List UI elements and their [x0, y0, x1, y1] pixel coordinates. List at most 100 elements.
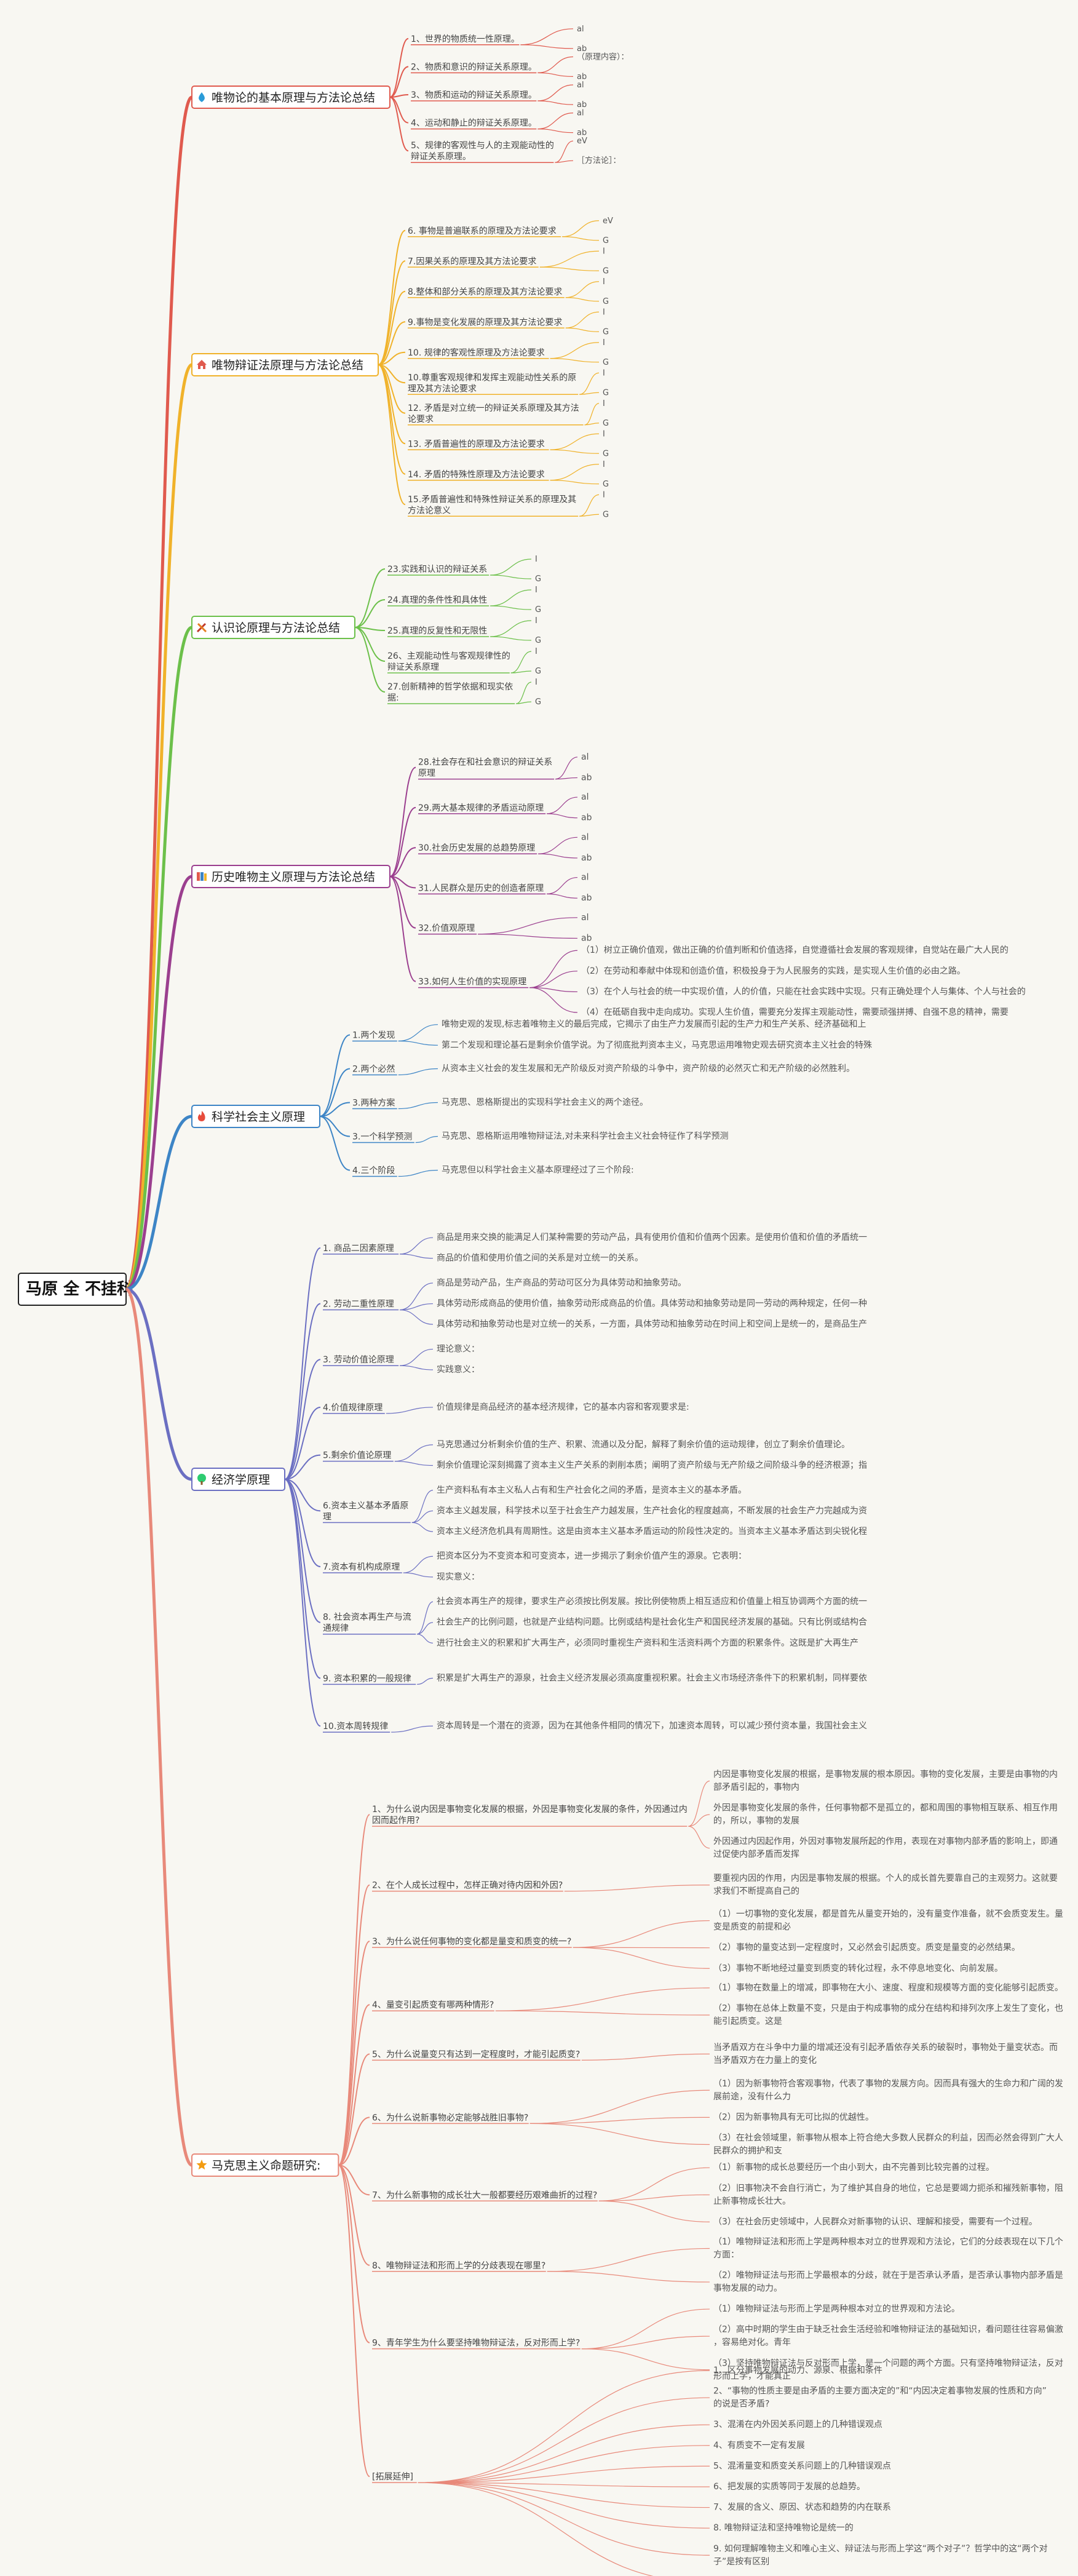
- leaf-node[interactable]: I: [603, 490, 605, 499]
- child-node[interactable]: 4.价值规律原理: [323, 1403, 385, 1414]
- leaf-node[interactable]: ab: [581, 933, 592, 943]
- leaf-node[interactable]: （1）树立正确价值观，做出正确的价值判断和价值选择，自觉遵循社会发展的客观规律，…: [581, 945, 1009, 955]
- child-node[interactable]: 9.事物是变化发展的原理及其方法论要求: [408, 317, 565, 328]
- leaf-node[interactable]: al: [581, 832, 589, 842]
- leaf-node[interactable]: I: [603, 399, 605, 408]
- leaf-node[interactable]: （2）因为新事物具有无可比拟的优越性。: [713, 2112, 874, 2122]
- leaf-node[interactable]: （1）因为新事物符合客观事物，代表了事物的发展方向。因而具有强大的生命力和广阔的…: [713, 2078, 1063, 2102]
- leaf-node[interactable]: （2）在劳动和奉献中体现和创造价值，积极投身于为人民服务的实践，是实现人生价值的…: [581, 966, 965, 976]
- child-node[interactable]: [拓展延伸]: [372, 2472, 417, 2483]
- leaf-node[interactable]: 具体劳动和抽象劳动也是对立统一的关系，一方面，具体劳动和抽象劳动在时间上和空间上…: [437, 1319, 867, 1329]
- leaf-node[interactable]: （3）在社会领域里，新事物从根本上符合绝大多数人民群众的利益，因而必然会得到广大…: [713, 2133, 1063, 2156]
- leaf-node[interactable]: al: [577, 109, 584, 118]
- leaf-node[interactable]: ab: [577, 100, 587, 109]
- leaf-node[interactable]: G: [535, 698, 541, 707]
- leaf-node[interactable]: （1）一切事物的变化发展，都是首先从量变开始的，没有量变作准备，就不会质变发生。…: [713, 1909, 1063, 1932]
- leaf-node[interactable]: G: [603, 358, 609, 367]
- leaf-node[interactable]: 内因是事物变化发展的根据，是事物发展的根本原因。事物的变化发展，主要是由事物的内…: [713, 1770, 1058, 1792]
- leaf-node[interactable]: 现实意义：: [437, 1572, 480, 1582]
- leaf-node[interactable]: I: [603, 277, 605, 287]
- child-node[interactable]: 2、物质和意识的辩证关系原理。: [411, 62, 537, 74]
- leaf-node[interactable]: I: [535, 616, 537, 626]
- leaf-node[interactable]: G: [603, 419, 609, 428]
- leaf-node[interactable]: eV: [577, 137, 587, 146]
- leaf-node[interactable]: G: [603, 266, 609, 276]
- child-node[interactable]: 7.资本有机构成原理: [323, 1562, 402, 1573]
- leaf-node[interactable]: al: [577, 81, 584, 90]
- child-node[interactable]: 5、为什么说量变只有达到一定程度时，才能引起质变?: [372, 2049, 581, 2061]
- child-node[interactable]: 13. 矛盾普遍性的原理及方法论要求: [408, 439, 549, 450]
- leaf-node[interactable]: G: [603, 449, 609, 458]
- leaf-node[interactable]: G: [535, 605, 541, 614]
- leaf-node[interactable]: 第二个发现和理论基石是剩余价值学说。为了彻底批判资本主义，马克思运用唯物史观去研…: [442, 1040, 872, 1050]
- branch-node[interactable]: 马克思主义命题研究:: [191, 2153, 339, 2177]
- child-node[interactable]: 25.真理的反复性和无限性: [387, 626, 489, 637]
- leaf-node[interactable]: 具体劳动形成商品的使用价值，抽象劳动形成商品的价值。具体劳动和抽象劳动是同一劳动…: [437, 1298, 867, 1309]
- leaf-node[interactable]: （3）在个人与社会的统一中实现价值，人的价值，只能在社会实践中实现。只有正确处理…: [581, 986, 1026, 996]
- branch-node[interactable]: 科学社会主义原理: [191, 1105, 320, 1128]
- child-node[interactable]: 14. 矛盾的特殊性原理及方法论要求: [408, 470, 549, 481]
- leaf-node[interactable]: （3）坚持唯物辩证法与反对形而上学，是一个问题的两个方面。只有坚持唯物辩证法，反…: [713, 2358, 1063, 2381]
- leaf-node[interactable]: 积累是扩大再生产的源泉，社会主义经济发展必须高度重视积累。社会主义市场经济条件下…: [437, 1672, 867, 1683]
- leaf-node[interactable]: I: [603, 429, 605, 439]
- leaf-node[interactable]: G: [603, 236, 609, 245]
- leaf-node[interactable]: al: [581, 752, 589, 762]
- leaf-node[interactable]: G: [603, 388, 609, 397]
- leaf-node[interactable]: 外因是事物变化发展的条件，任何事物都不是孤立的，都和周围的事物相互联系、相互作用…: [713, 1803, 1058, 1826]
- child-node[interactable]: 2. 劳动二重性原理: [323, 1300, 399, 1311]
- leaf-node[interactable]: I: [603, 368, 605, 378]
- child-node[interactable]: 6、为什么说新事物必定能够战胜旧事物?: [372, 2113, 529, 2125]
- branch-node[interactable]: 历史唯物主义原理与方法论总结: [191, 865, 390, 888]
- child-node[interactable]: 8.整体和部分关系的原理及其方法论要求: [408, 287, 565, 298]
- leaf-node[interactable]: 资本周转是一个潜在的资源，因为在其他条件相同的情况下，加速资本周转，可以减少预付…: [437, 1720, 867, 1731]
- child-node[interactable]: 4.三个阶段: [352, 1166, 397, 1177]
- leaf-node[interactable]: （1）事物在数量上的增减，即事物在大小、速度、程度和规模等方面的变化能够引起质变…: [713, 1982, 1063, 1993]
- child-node[interactable]: 1.两个发现: [352, 1031, 397, 1042]
- leaf-node[interactable]: I: [603, 308, 605, 317]
- leaf-node[interactable]: 资本主义经济危机具有周期性。这是由资本主义基本矛盾运动的阶段性决定的。当资本主义…: [437, 1526, 867, 1536]
- leaf-node[interactable]: 马克思、恩格斯运用唯物辩证法,对未来科学社会主义社会特征作了科学预测: [442, 1132, 728, 1142]
- leaf-node[interactable]: G: [603, 480, 609, 489]
- leaf-node[interactable]: 当矛盾双方在斗争中力量的增减还没有引起矛盾依存关系的破裂时，事物处于量变状态。而…: [713, 2043, 1058, 2065]
- child-node[interactable]: 6. 事物是普遍联系的原理及方法论要求: [408, 226, 561, 237]
- leaf-node[interactable]: （2）事物的量变达到一定程度时，又必然会引起质变。质变是量变的必然结果。: [713, 1942, 1020, 1953]
- leaf-node[interactable]: 1、区分事物发展的动力、源泉、根据和条件: [713, 2365, 882, 2375]
- leaf-node[interactable]: 4、有质变不一定有发展: [713, 2441, 805, 2451]
- child-node[interactable]: 2、在个人成长过程中，怎样正确对待内因和外因?: [372, 1881, 563, 1892]
- leaf-node[interactable]: 外因通过内因起作用，外因对事物发展所起的作用，表现在对事物内部矛盾的影响上，即通…: [713, 1837, 1058, 1859]
- branch-node[interactable]: 认识论原理与方法论总结: [191, 616, 355, 639]
- leaf-node[interactable]: 要重视内因的作用，内因是事物发展的根据。个人的成长首先要靠自己的主观努力。这就要…: [713, 1873, 1058, 1896]
- leaf-node[interactable]: 理论意义：: [437, 1343, 480, 1354]
- child-node[interactable]: 10. 规律的客观性原理及方法论要求: [408, 348, 549, 359]
- leaf-node[interactable]: 9. 如何理解唯物主义和唯心主义、辩证法与形而上学这“两个对子”？哲学中的这“两…: [713, 2543, 1048, 2567]
- child-node[interactable]: 32.价值观原理: [418, 924, 477, 935]
- leaf-node[interactable]: I: [535, 555, 537, 564]
- leaf-node[interactable]: （1）新事物的成长总要经历一个由小到大，由不完善到比较完善的过程。: [713, 2163, 994, 2173]
- leaf-node[interactable]: 剩余价值理论深刻揭露了资本主义生产关系的剥削本质；阐明了资产阶级与无产阶级之间阶…: [437, 1460, 867, 1470]
- child-node[interactable]: 1、为什么说内因是事物变化发展的根据，外因是事物变化发展的条件，外因通过内因而起…: [372, 1804, 688, 1827]
- leaf-node[interactable]: G: [535, 636, 541, 645]
- leaf-node[interactable]: 马克思通过分析剩余价值的生产、积累、流通以及分配，解释了剩余价值的运动规律，创立…: [437, 1439, 850, 1450]
- leaf-node[interactable]: 从资本主义社会的发生发展和无产阶级反对资产阶级的斗争中，资产阶级的必然灭亡和无产…: [442, 1063, 855, 1074]
- leaf-node[interactable]: G: [535, 574, 541, 584]
- child-node[interactable]: 2.两个必然: [352, 1064, 397, 1076]
- branch-node[interactable]: 经济学原理: [191, 1468, 285, 1491]
- leaf-node[interactable]: ab: [581, 773, 592, 782]
- leaf-node[interactable]: 价值规律是商品经济的基本经济规律，它的基本内容和客观要求是:: [437, 1402, 689, 1412]
- leaf-node[interactable]: G: [603, 327, 609, 336]
- leaf-node[interactable]: I: [535, 647, 537, 656]
- leaf-node[interactable]: ab: [581, 853, 592, 863]
- child-node[interactable]: 30.社会历史发展的总趋势原理: [418, 843, 537, 854]
- leaf-node[interactable]: ab: [581, 813, 592, 823]
- leaf-node[interactable]: eV: [603, 217, 613, 226]
- leaf-node[interactable]: al: [577, 25, 584, 34]
- branch-node[interactable]: 唯物辩证法原理与方法论总结: [191, 353, 379, 376]
- leaf-node[interactable]: ab: [577, 44, 587, 54]
- child-node[interactable]: 23.实践和认识的辩证关系: [387, 565, 489, 576]
